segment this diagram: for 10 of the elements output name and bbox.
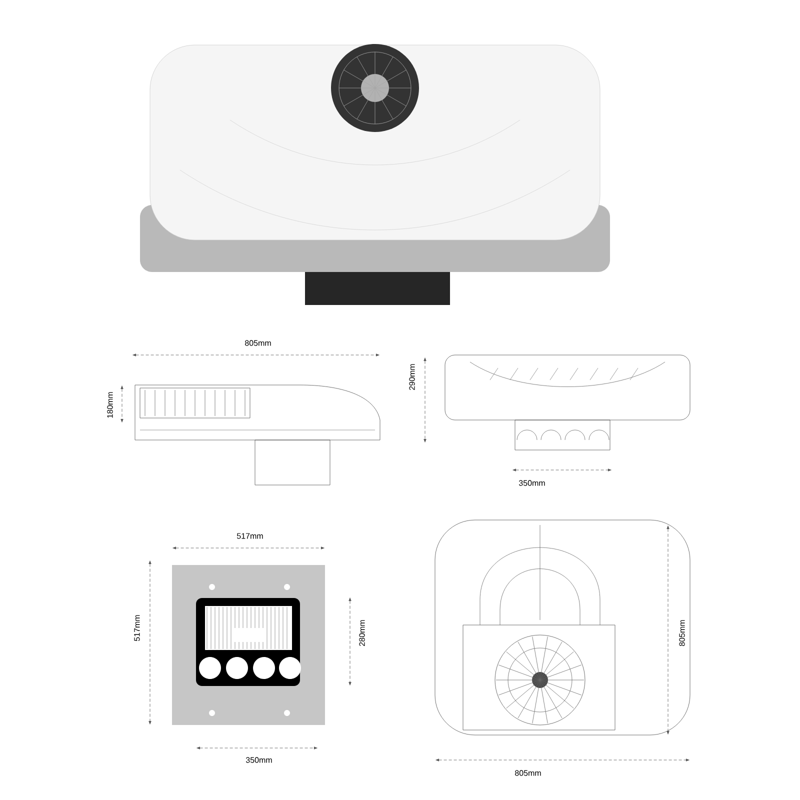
dimension-label: 180mm <box>106 390 114 420</box>
dimension-label: 290mm <box>408 362 416 392</box>
dimension-label: 350mm <box>244 756 274 764</box>
dimension-label: 280mm <box>358 618 366 648</box>
dimension-label: 350mm <box>518 479 546 487</box>
dimension-label: 805mm <box>514 769 542 777</box>
dimension-label: 517mm <box>133 614 141 642</box>
dimension-label: 517mm <box>236 532 264 540</box>
dimension-label: 805mm <box>678 618 686 648</box>
dimension-label: 805mm <box>244 339 272 347</box>
